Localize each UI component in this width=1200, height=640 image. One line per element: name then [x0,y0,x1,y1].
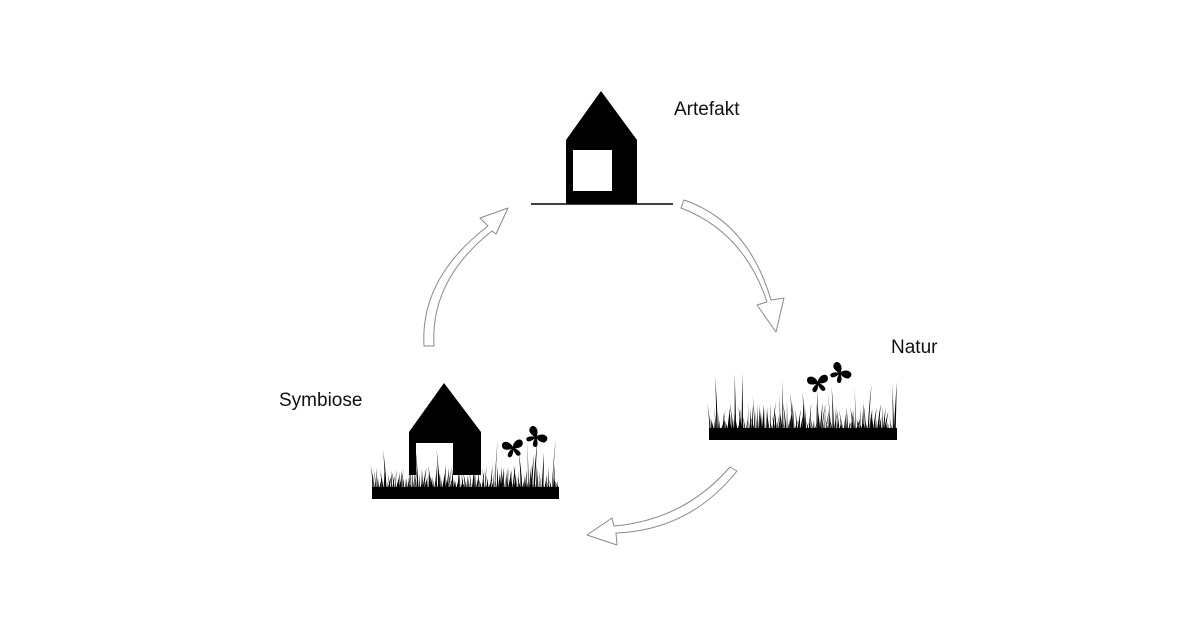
artefakt-house-icon [531,91,673,205]
arrow-icon [680,199,785,333]
butterfly-icon [522,424,549,451]
butterfly-icon [826,360,853,387]
natur-label: Natur [891,337,938,358]
artefakt-label: Artefakt [674,99,740,120]
natur-grass-icon [707,373,897,440]
symbiose-label: Symbiose [279,390,363,411]
butterfly-icon [501,438,525,459]
arrow-icon [423,207,509,347]
symbiose-house-icon [409,383,481,475]
butterfly-icon [806,374,830,394]
arrow-icon [586,466,738,546]
symbiose-grass-icon [370,439,559,499]
